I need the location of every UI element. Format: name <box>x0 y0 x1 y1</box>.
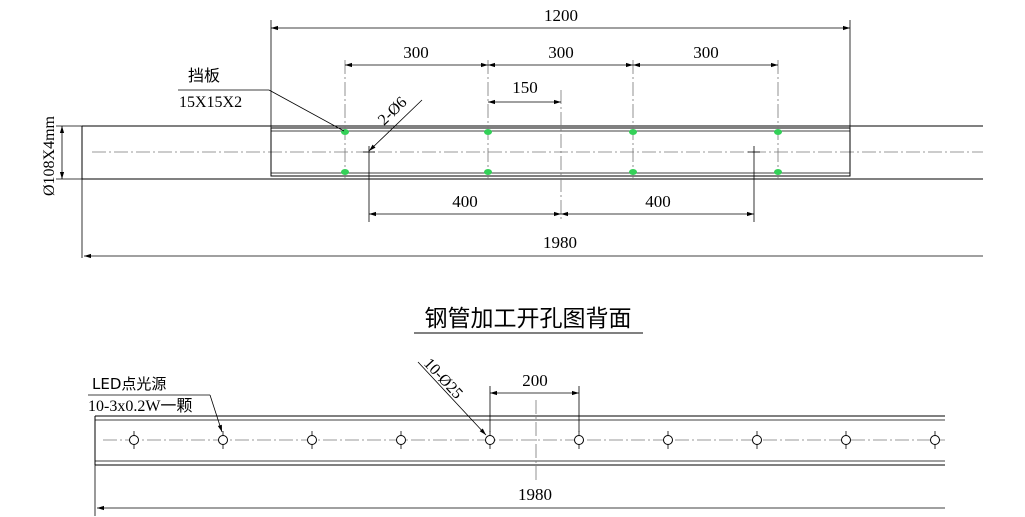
back-dim-spacing-label: 200 <box>522 371 548 390</box>
dimension-300-series: 300 300 300 <box>345 43 778 68</box>
drawing-title-text: 钢管加工开孔图背面 <box>425 306 632 332</box>
led-hole <box>396 431 406 449</box>
dim-hole-a-label: 400 <box>452 192 478 211</box>
dim-half-label: 150 <box>512 78 538 97</box>
baffle-label: 挡板 <box>188 66 220 85</box>
dimension-200: 200 <box>489 371 580 432</box>
baffle-position-lines <box>344 60 779 222</box>
led-hole <box>307 431 317 449</box>
led-hole <box>752 431 762 449</box>
led-hole <box>485 431 495 449</box>
dim-spacing-a-label: 300 <box>403 43 429 62</box>
led-leader: LED点光源 10-3x0.2W一颗 <box>88 375 223 433</box>
led-hole <box>930 431 940 449</box>
dim-total-front-label: 1980 <box>543 233 577 252</box>
led-spec-label: 10-3x0.2W一颗 <box>88 397 192 415</box>
dimension-150: 150 <box>488 78 561 105</box>
dim-hole-b-label: 400 <box>645 192 671 211</box>
led-hole <box>218 431 228 449</box>
small-hole-markers <box>363 146 760 158</box>
back-view: 200 LED点光源 10-3x0.2W一颗 10-Ø25 1980 <box>88 355 945 516</box>
baffle-size-label: 15X15X2 <box>179 94 242 111</box>
pipe-diameter-label: Ø108X4mm <box>41 115 58 196</box>
led-hole <box>841 431 851 449</box>
led-hole-callout: 10-Ø25 <box>417 355 487 436</box>
dimension-1980-back: 1980 <box>94 465 945 516</box>
dimension-1200: 1200 <box>270 6 851 128</box>
dimension-400-series: 400 400 <box>368 158 755 222</box>
small-hole-callout-label: 2-Ø6 <box>375 94 410 129</box>
dim-spacing-b-label: 300 <box>548 43 574 62</box>
dim-spacing-c-label: 300 <box>693 43 719 62</box>
pipe-diameter-dimension: Ø108X4mm <box>41 115 82 196</box>
led-hole <box>129 431 139 449</box>
front-view: 1200 300 300 300 150 400 400 <box>41 6 983 259</box>
baffle-rectangle <box>270 127 851 177</box>
back-pipe-outline <box>94 415 945 466</box>
baffle-markers <box>341 129 782 175</box>
led-hole <box>663 431 673 449</box>
dimension-1980-front: 1980 <box>81 179 983 259</box>
led-hole-callout-label: 10-Ø25 <box>420 355 466 402</box>
small-hole-callout: 2-Ø6 <box>368 94 423 152</box>
led-label: LED点光源 <box>92 375 166 393</box>
led-hole <box>574 431 584 449</box>
dim-total-back-label: 1980 <box>518 485 552 504</box>
dim-overall-baffle-label: 1200 <box>544 6 578 25</box>
drawing-title: 钢管加工开孔图背面 <box>414 306 643 334</box>
baffle-leader: 挡板 15X15X2 <box>178 66 345 132</box>
led-hole-row <box>129 431 940 449</box>
pipe-outline <box>81 125 983 180</box>
